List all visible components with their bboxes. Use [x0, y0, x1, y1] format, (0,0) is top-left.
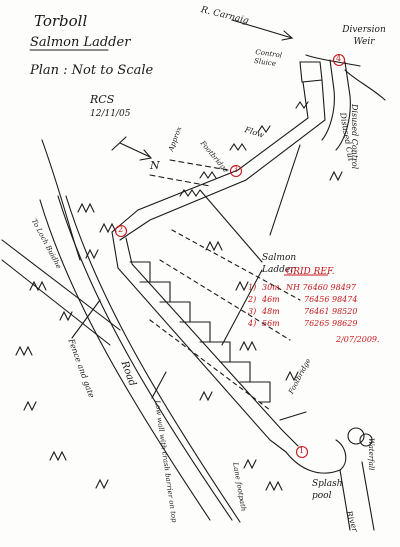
grid-ref-row-reference: 76461 98520 [304, 307, 358, 316]
north-arrow-tick [111, 136, 127, 151]
vegetation-scribbles [15, 101, 343, 492]
waterfall-label: Waterfall [367, 438, 375, 471]
old-road-1 [1, 239, 121, 331]
disused-control-left [321, 59, 335, 141]
grid-ref-header: GRID REF. [286, 267, 335, 277]
grid-ref-row-distance: 30m [262, 283, 280, 292]
grid-ref-row-distance: 48m [262, 307, 280, 316]
weir-bank [344, 69, 386, 101]
sluice-box [299, 61, 323, 83]
ladder-right-wall [125, 237, 299, 447]
plan-subtitle: Plan : Not to Scale [30, 63, 154, 78]
footbridge-lower-line [279, 411, 307, 421]
verge-line [41, 139, 81, 261]
disused-control-right [335, 61, 351, 151]
grid-ref-row-number: 3) [248, 307, 257, 316]
grid-ref-row-number: 2) [248, 295, 257, 304]
dashed-side-2 [159, 259, 291, 341]
marker-3: 3 [233, 165, 239, 174]
ladder-pointer-2 [221, 269, 263, 346]
approx-dashed-2 [149, 174, 211, 187]
ladder-pointer-1 [199, 189, 263, 263]
marker-2-circle [114, 224, 128, 238]
north-letter: N [150, 159, 160, 172]
road-edge-left [39, 199, 211, 521]
dashed-side-3 [149, 319, 271, 411]
waterfall-rock-1 [347, 427, 365, 445]
approx-dashed-1 [169, 159, 229, 171]
grid-ref-row-reference: NH 76460 98497 [286, 283, 356, 292]
ladder-pointer-3 [269, 144, 301, 236]
author-initials: RCS [90, 93, 115, 106]
marker-1: 1 [299, 446, 305, 455]
grid-ref-row-reference: 76265 98629 [304, 319, 358, 328]
title-line-2: Salmon Ladder [30, 35, 131, 50]
splash-pool [285, 439, 347, 474]
title-line-1: Torboll [34, 12, 88, 30]
ladder-pools [129, 261, 271, 403]
old-road-2 [1, 259, 111, 346]
weir-line [305, 54, 361, 67]
weir-label: Diversion Weir [342, 25, 386, 47]
river-lower-bank-2 [361, 461, 375, 531]
grid-ref-row-number: 4) [248, 319, 257, 328]
marker-2: 2 [118, 225, 124, 234]
dashed-side-1 [171, 229, 301, 301]
channel-left [111, 81, 309, 233]
road-edge-right [57, 195, 233, 521]
marker-1-circle [295, 445, 309, 459]
river-arrow [231, 19, 293, 39]
marker-4-circle [332, 53, 346, 67]
road-wall [65, 195, 241, 523]
marker-4: 4 [336, 54, 342, 63]
river-arrow-head [281, 30, 294, 41]
grid-ref-row-number: 1) [248, 283, 257, 292]
grid-ref-date: 2/07/2009. [336, 335, 380, 344]
channel-right [119, 79, 326, 241]
grid-ref-row-distance: 56m [262, 319, 280, 328]
north-arrow-head [139, 149, 153, 161]
salmon-ladder-label: Salmon Ladder [262, 253, 297, 275]
north-arrow-shaft [119, 142, 151, 158]
wall-pointer [151, 371, 167, 399]
marker-3-circle [229, 164, 243, 178]
waterfall-rock-2 [359, 433, 373, 447]
splash-pool-label: Splash pool [312, 479, 343, 501]
fence-pointer [71, 299, 101, 339]
ladder-left-wall [111, 231, 287, 453]
grid-ref-row-distance: 46m [262, 295, 280, 304]
river-lower-bank [339, 469, 351, 531]
author-date: 12/11/05 [90, 109, 131, 119]
grid-ref-row-reference: 76456 98474 [304, 295, 358, 304]
